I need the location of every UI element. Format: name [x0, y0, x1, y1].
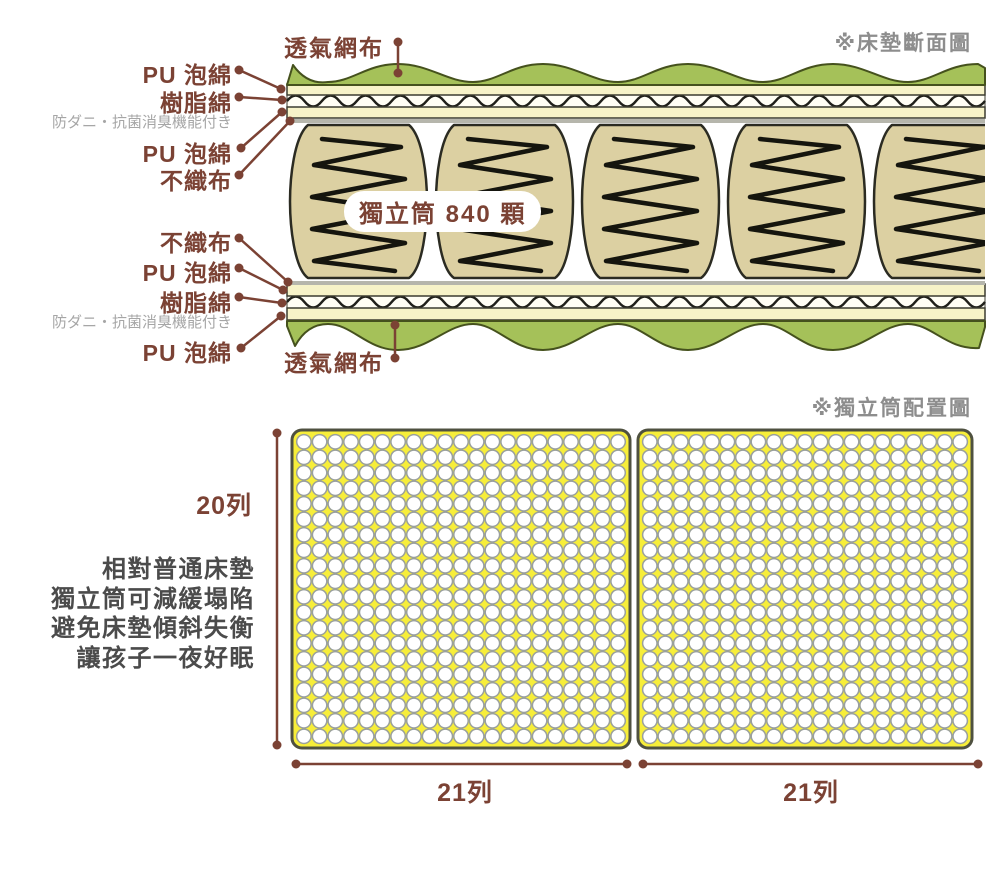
- layer-label-mesh-top: 透氣網布: [284, 35, 384, 61]
- layer-label-nonwoven-bottom: 不織布: [160, 230, 232, 256]
- layer-label-antimite-bottom: 防ダニ・抗菌消臭機能付き: [51, 314, 232, 331]
- layer-label-pu-foam-top-2: PU 泡綿: [142, 141, 232, 167]
- layer-label-pu-foam-top: PU 泡綿: [142, 62, 232, 88]
- layer-label-nonwoven-top: 不織布: [160, 168, 232, 194]
- description-line: 避免床墊傾斜失衡: [51, 615, 255, 642]
- col-count-label-left: 21列: [437, 779, 493, 807]
- description-line: 相對普通床墊: [102, 556, 255, 583]
- spring-layout-caption: ※獨立筒配置圖: [811, 397, 972, 420]
- description-line: 獨立筒可減緩塌陷: [51, 585, 255, 613]
- layer-label-resin-cotton-top: 樹脂綿: [160, 90, 232, 116]
- row-count-label: 20列: [196, 492, 252, 520]
- col-count-label-right: 21列: [783, 779, 839, 807]
- layer-label-pu-foam-bottom-2: PU 泡綿: [142, 340, 232, 366]
- description-text: 相對普通床墊 獨立筒可減緩塌陷 避免床墊傾斜失衡 讓孩子一夜好眠: [18, 555, 255, 673]
- description-line: 讓孩子一夜好眠: [76, 644, 255, 672]
- layer-label-resin-cotton-bottom: 樹脂綿: [160, 290, 232, 316]
- spring-count-badge: 獨立筒 840 顆: [344, 191, 542, 232]
- layer-label-mesh-bottom: 透氣網布: [284, 350, 384, 376]
- layer-label-pu-foam-bottom: PU 泡綿: [142, 260, 232, 286]
- layer-label-antimite-top: 防ダニ・抗菌消臭機能付き: [51, 114, 232, 131]
- cross-section-caption: ※床墊斷面圖: [834, 32, 972, 55]
